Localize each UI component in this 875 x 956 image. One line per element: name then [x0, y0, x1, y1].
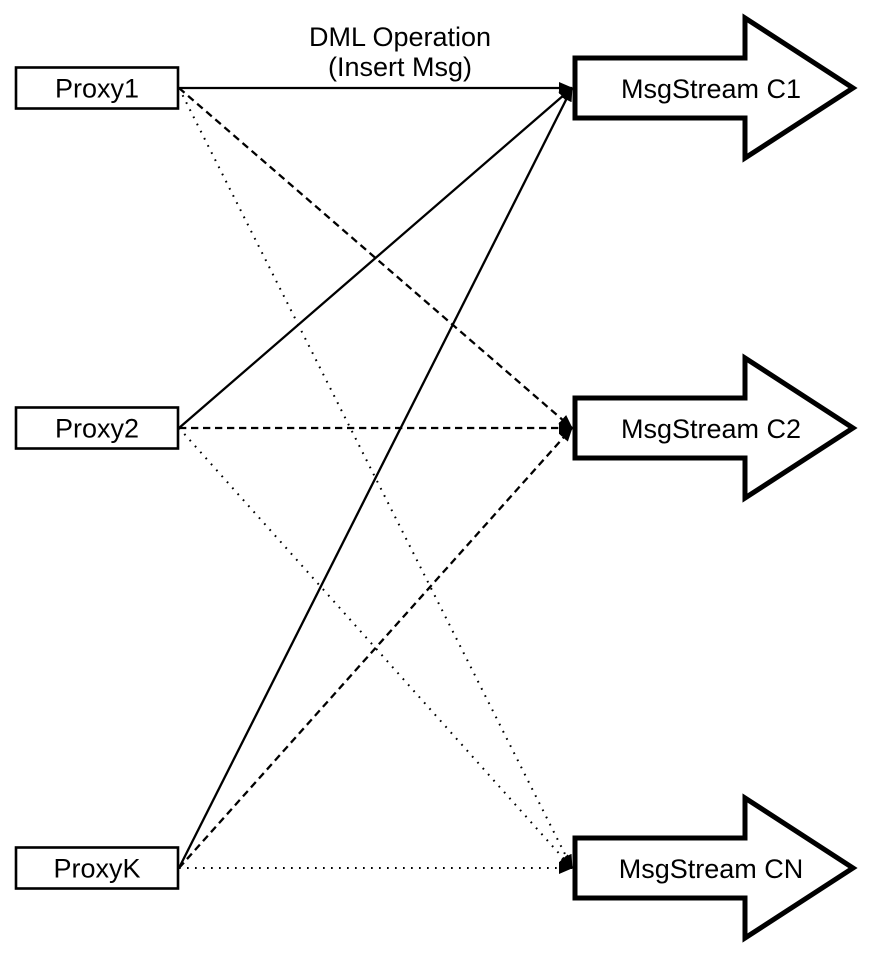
proxy-label-proxy2: Proxy2: [55, 414, 139, 444]
proxy-node-proxy1: Proxy1: [14, 66, 180, 110]
msgstream-label-c2: MsgStream C2: [621, 414, 801, 444]
msgstream-node-c1: MsgStream C1: [572, 13, 858, 163]
connection-proxyk-c2-dashed-line: [178, 427, 573, 869]
connection-proxy1-cn-dotted-line: [178, 87, 573, 869]
proxy-box-proxy1: [14, 66, 180, 110]
msgstream-node-c2: MsgStream C2: [572, 353, 858, 503]
connections-layer: [177, 82, 574, 874]
msgstream-arrow-shape-c2: [572, 353, 858, 503]
proxy-node-proxy2: Proxy2: [14, 406, 180, 450]
msgstream-label-cn: MsgStream CN: [619, 854, 804, 884]
msgstream-node-cn: MsgStream CN: [572, 793, 858, 943]
diagram-title-line2: (Insert Msg): [328, 52, 472, 82]
connection-proxyk-c1-solid-line: [177, 87, 574, 869]
diagram-title-line1: DML Operation: [309, 22, 491, 52]
connection-proxy1-c2-dashed-line: [178, 87, 573, 429]
msgstream-arrow-shape-c1: [572, 13, 858, 163]
proxy-label-proxyk: ProxyK: [53, 854, 140, 884]
proxy-box-proxy2: [14, 406, 180, 450]
proxy-box-proxyk: [14, 846, 180, 890]
connection-proxy2-c1-solid-line: [178, 87, 573, 429]
msgstream-arrow-shape-cn: [572, 793, 858, 943]
proxy-label-proxy1: Proxy1: [55, 74, 139, 104]
streams-layer: MsgStream C1 MsgStream C2 MsgStream CN: [572, 13, 858, 943]
msgstream-label-c1: MsgStream C1: [621, 74, 801, 104]
proxy-node-proxyk: ProxyK: [14, 846, 180, 890]
